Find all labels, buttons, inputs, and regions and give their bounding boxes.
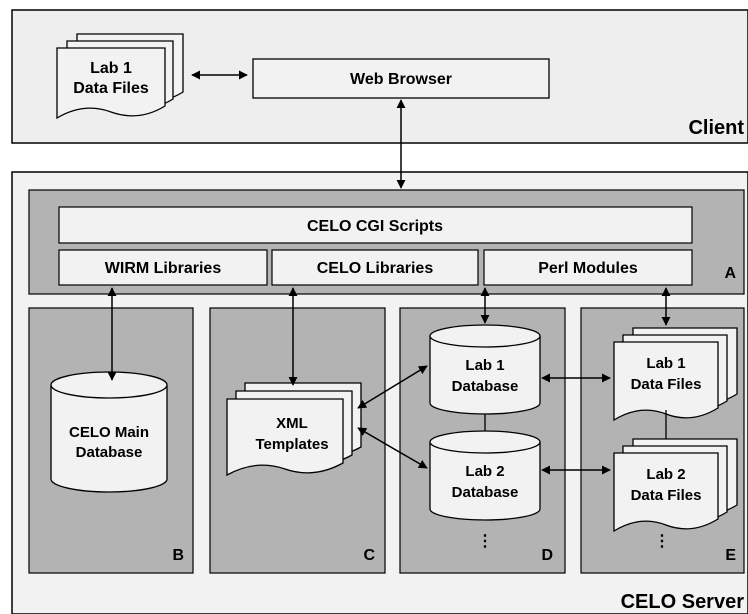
- panel-d-letter: D: [541, 547, 553, 564]
- perl-modules-box: [483, 249, 693, 286]
- lab2-data-files: [613, 438, 738, 533]
- lab1-database: [429, 324, 541, 415]
- panel-d-ellipsis: ⋮: [477, 533, 493, 550]
- server-label: CELO Server: [621, 591, 745, 613]
- cgi-scripts-box: [58, 206, 693, 244]
- panel-b-letter: B: [172, 547, 184, 564]
- lab2-db-line1: Lab 2: [465, 463, 504, 480]
- cgi-scripts-label: CELO CGI Scripts: [307, 218, 443, 235]
- arrow-templates-lab2db: [357, 427, 428, 469]
- templates-line2: Templates: [255, 436, 328, 453]
- celo-libraries-box: [271, 249, 479, 286]
- lab1-files-line2: Data Files: [631, 376, 702, 393]
- lab2-database: [429, 430, 541, 521]
- lab1-data-files: [613, 327, 738, 422]
- wirm-libraries-label: WIRM Libraries: [105, 260, 222, 277]
- panel-d: Lab 1 Database Lab 2 Database ⋮ D: [399, 307, 566, 574]
- perl-modules-label: Perl Modules: [538, 260, 638, 277]
- lab1-db-line2: Database: [452, 378, 519, 395]
- lab2-files-line2: Data Files: [631, 487, 702, 504]
- lab2-files-line1: Lab 2: [646, 466, 685, 483]
- client-files-line2: Data Files: [73, 80, 149, 97]
- templates-line1: XML: [276, 415, 308, 432]
- panel-a: CELO CGI Scripts WIRM Libraries CELO Lib…: [28, 189, 745, 295]
- wirm-libraries-box: [58, 249, 268, 286]
- panel-e: Lab 1 Data Files Lab 2 Data Files ⋮ E: [580, 307, 745, 574]
- celo-main-database: [50, 371, 168, 493]
- panel-e-letter: E: [725, 547, 736, 564]
- client-files-line1: Lab 1: [90, 60, 132, 77]
- xml-templates-doc: [226, 382, 362, 477]
- client-data-files: Lab 1 Data Files: [56, 33, 184, 120]
- lab1-files-line1: Lab 1: [646, 355, 685, 372]
- web-browser-box: Web Browser: [252, 58, 550, 99]
- main-db-line1: CELO Main: [69, 424, 149, 441]
- main-db-line2: Database: [76, 444, 143, 461]
- panel-a-letter: A: [724, 265, 736, 282]
- lab2-db-line2: Database: [452, 484, 519, 501]
- panel-c: XML Templates C: [209, 307, 386, 574]
- panel-b: CELO Main Database B: [28, 307, 194, 574]
- panel-c-letter: C: [363, 547, 375, 564]
- panel-e-ellipsis: ⋮: [654, 533, 670, 550]
- client-label: Client: [688, 117, 744, 139]
- arrow-templates-lab1db: [357, 365, 428, 409]
- celo-libraries-label: CELO Libraries: [317, 260, 434, 277]
- web-browser-label: Web Browser: [350, 71, 452, 88]
- lab1-db-line1: Lab 1: [465, 357, 504, 374]
